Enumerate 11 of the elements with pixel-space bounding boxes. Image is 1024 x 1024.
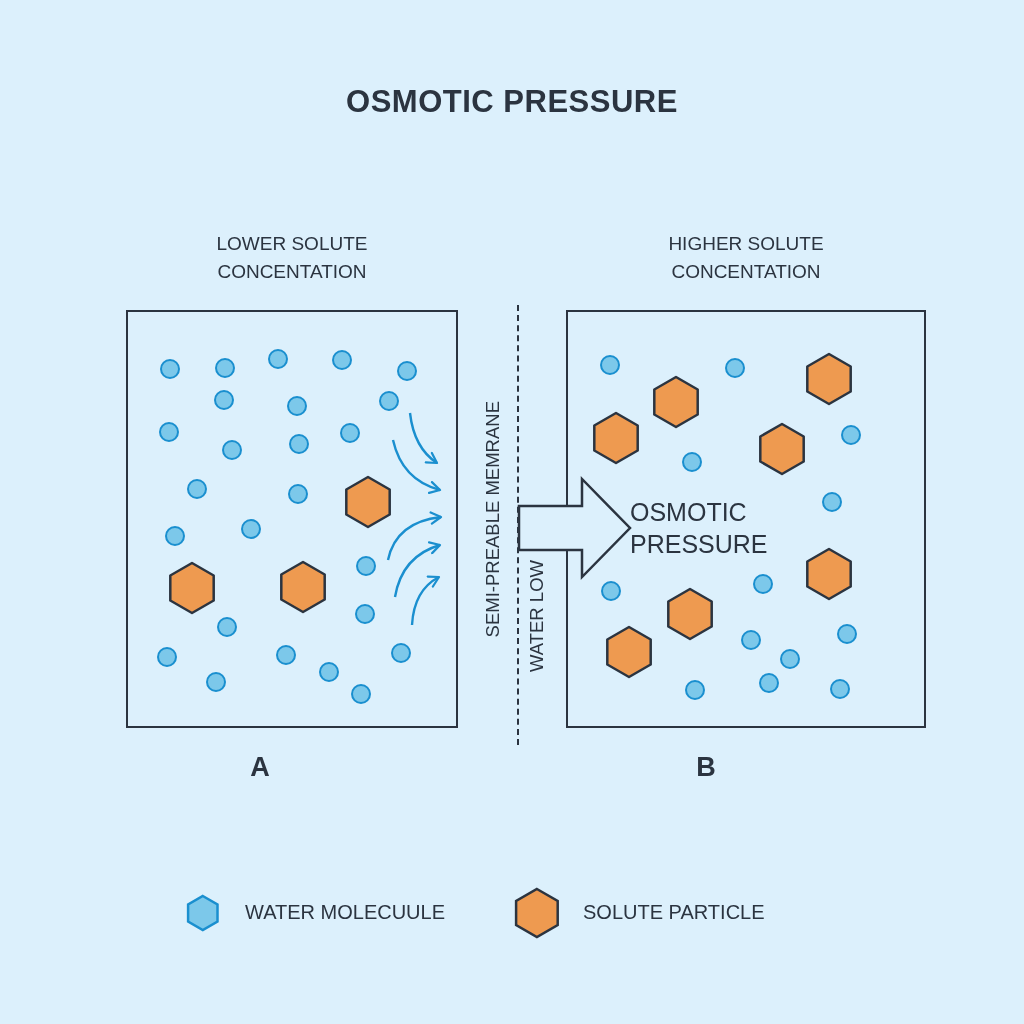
title: OSMOTIC PRESSURE (345, 84, 679, 120)
membrane-label: SEMI-PREABLE MEMRANE (481, 400, 504, 638)
container-heading: HIGHER SOLUTE CONCENTATION (667, 232, 825, 284)
container-letter: B (695, 752, 717, 783)
flow-label: WATER LOW (526, 560, 548, 673)
legend-label: WATER MOLECUULE (245, 901, 446, 924)
legend-label: SOLUTE PARTICLE (583, 901, 765, 924)
container-heading: LOWER SOLUTE CONCENTATION (215, 232, 369, 284)
container-letter: A (249, 752, 271, 783)
block-arrow (517, 475, 632, 581)
pressure-label: OSMOTIC PRESSURE (630, 496, 820, 560)
